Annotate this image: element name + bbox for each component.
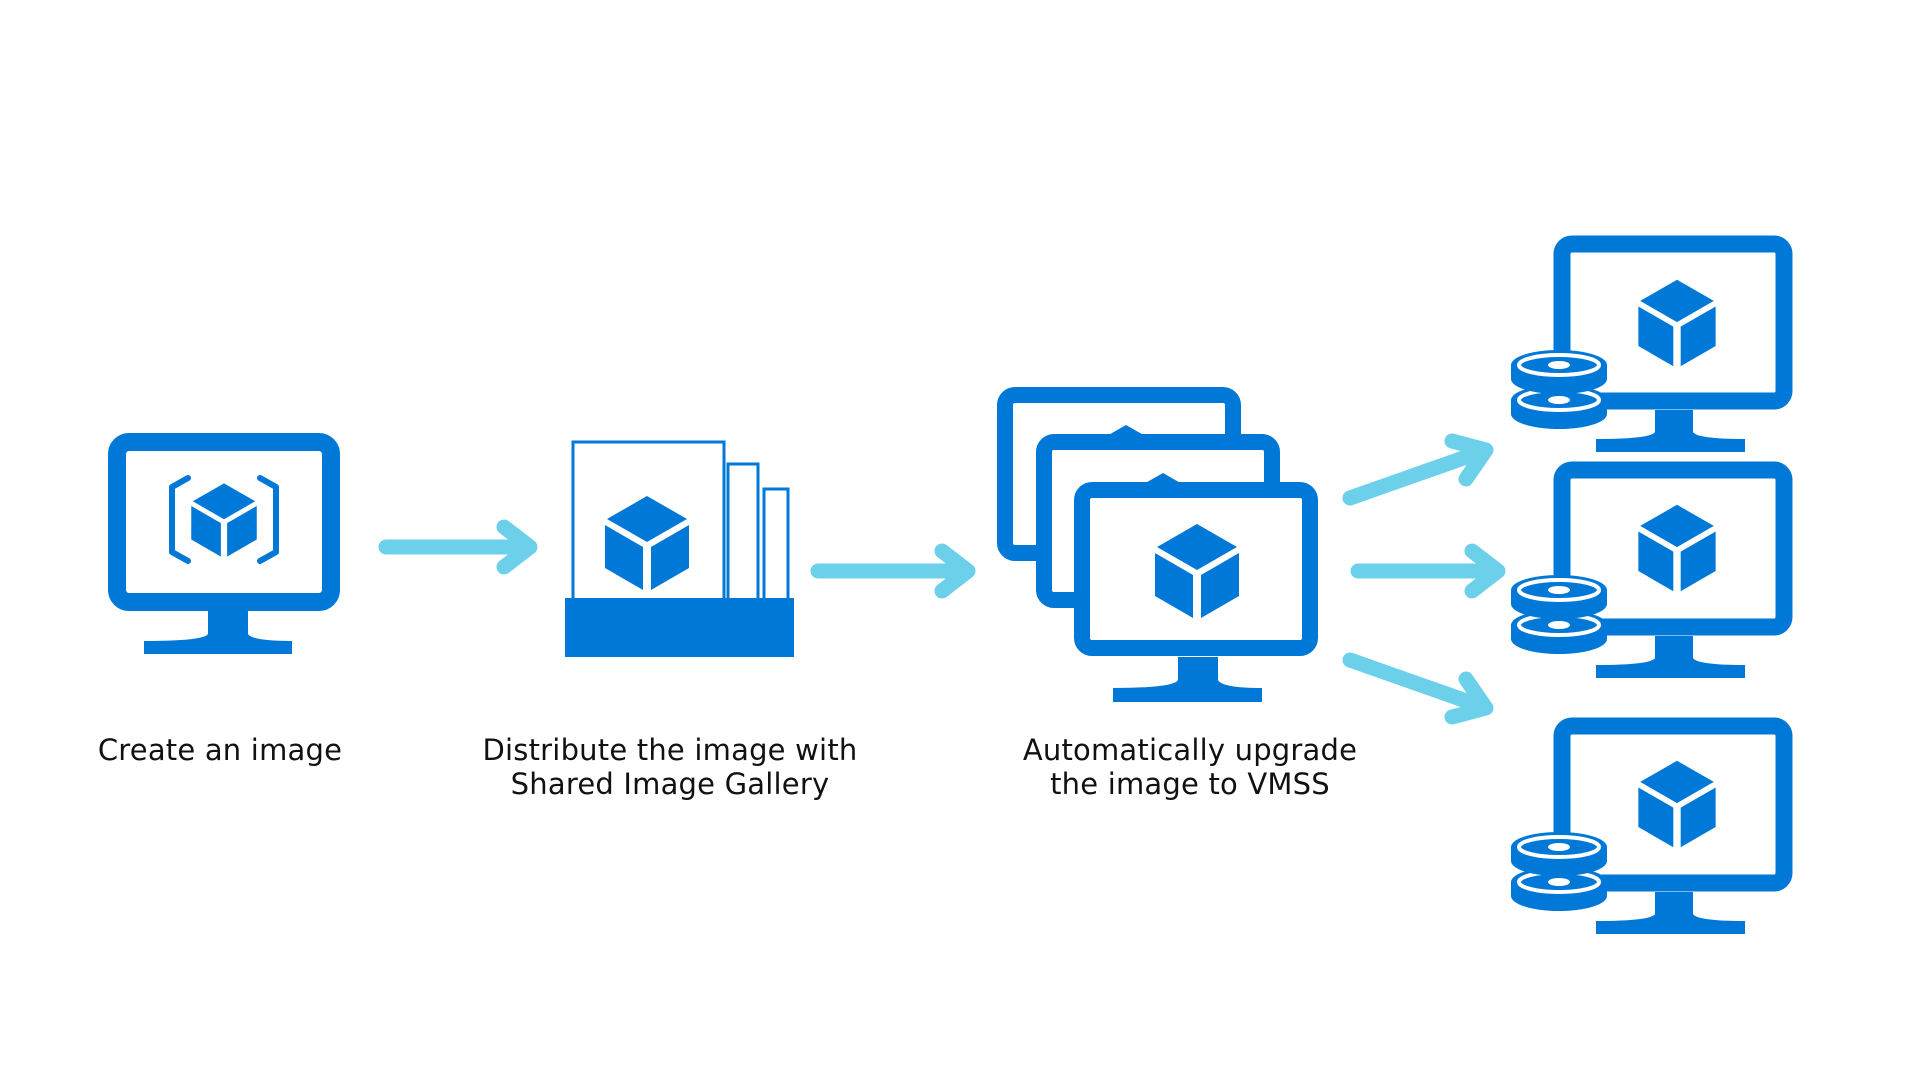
- vm-instance-2: [1509, 461, 1793, 678]
- disk-stack-icon: [1509, 830, 1609, 913]
- arrow-right-icon: [810, 543, 976, 599]
- step-1-monitor-icon: [108, 433, 340, 654]
- bracket-icon: [169, 475, 279, 564]
- arrow-right-icon: [378, 519, 538, 575]
- arrow-down-right-icon: [1342, 652, 1494, 725]
- step-2-gallery-icon: [565, 440, 794, 657]
- disk-stack-icon: [1509, 348, 1609, 431]
- caption-line: Create an image: [97, 733, 343, 767]
- disk-stack-icon: [1509, 573, 1609, 656]
- step-1-caption: Create an image: [60, 733, 380, 767]
- vm-instance-3: [1509, 717, 1793, 934]
- caption-line: the image to VMSS: [1050, 767, 1330, 801]
- caption-line: Shared Image Gallery: [510, 767, 830, 801]
- step-3-caption: Automatically upgrade the image to VMSS: [960, 733, 1420, 801]
- vm-instance-1: [1509, 235, 1793, 452]
- step-3-vmss-icon: [997, 387, 1318, 702]
- step-2-caption: Distribute the image with Shared Image G…: [440, 733, 900, 801]
- arrow-right-icon: [1350, 543, 1506, 599]
- cube-icon: [191, 483, 257, 557]
- arrow-up-right-icon: [1342, 433, 1494, 506]
- caption-line: Distribute the image with: [482, 733, 858, 767]
- caption-line: Automatically upgrade: [1022, 733, 1358, 767]
